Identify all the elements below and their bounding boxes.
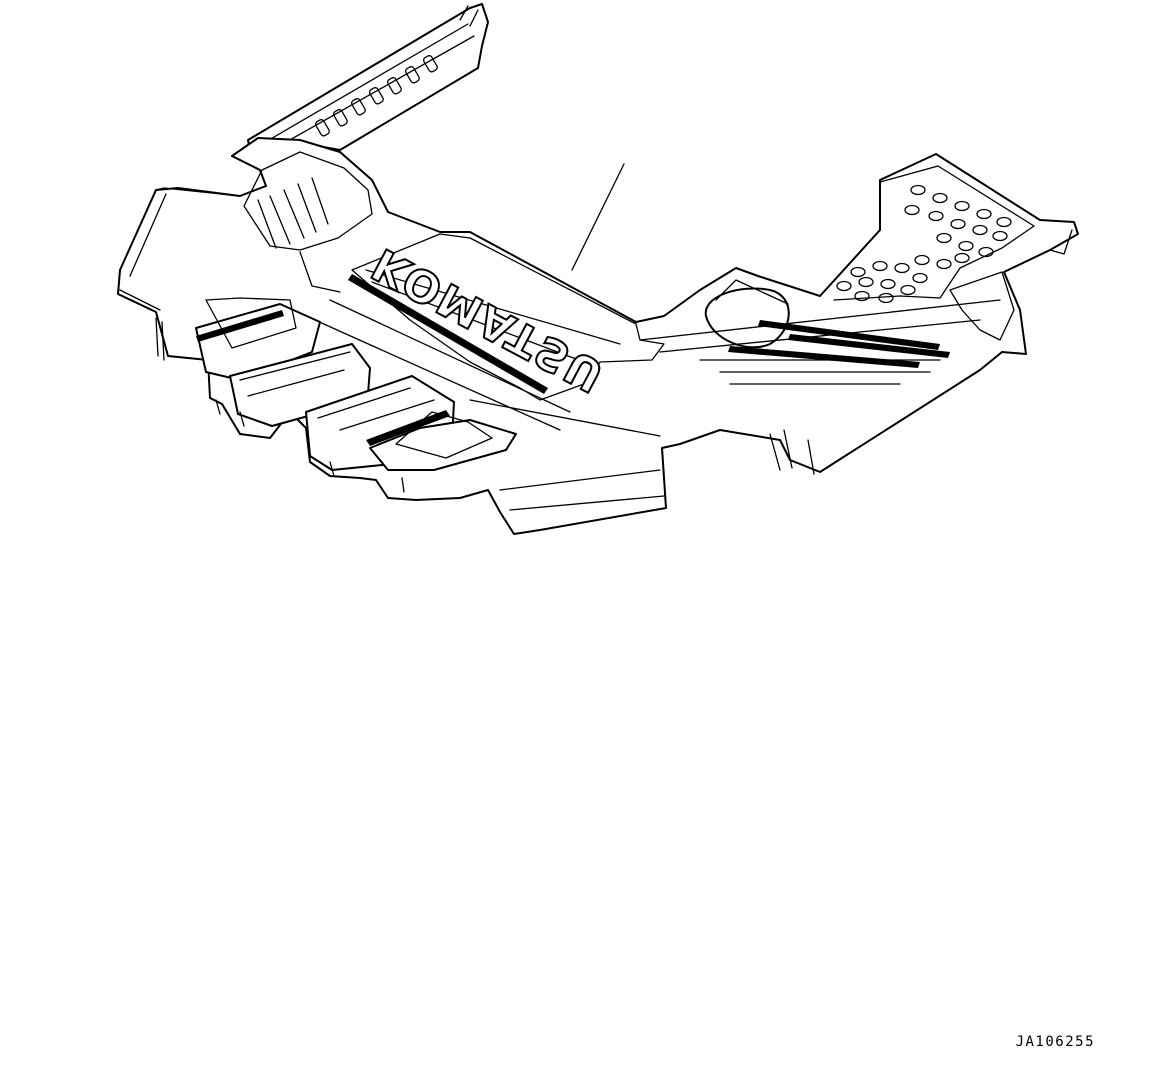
leader-line — [571, 163, 625, 271]
foot-rest-studs — [836, 184, 1012, 304]
rail-slots — [314, 55, 438, 137]
rear-rail — [247, 3, 489, 153]
drawing-reference-code: JA106255 — [1015, 1034, 1095, 1050]
duct-assembly — [155, 297, 517, 493]
